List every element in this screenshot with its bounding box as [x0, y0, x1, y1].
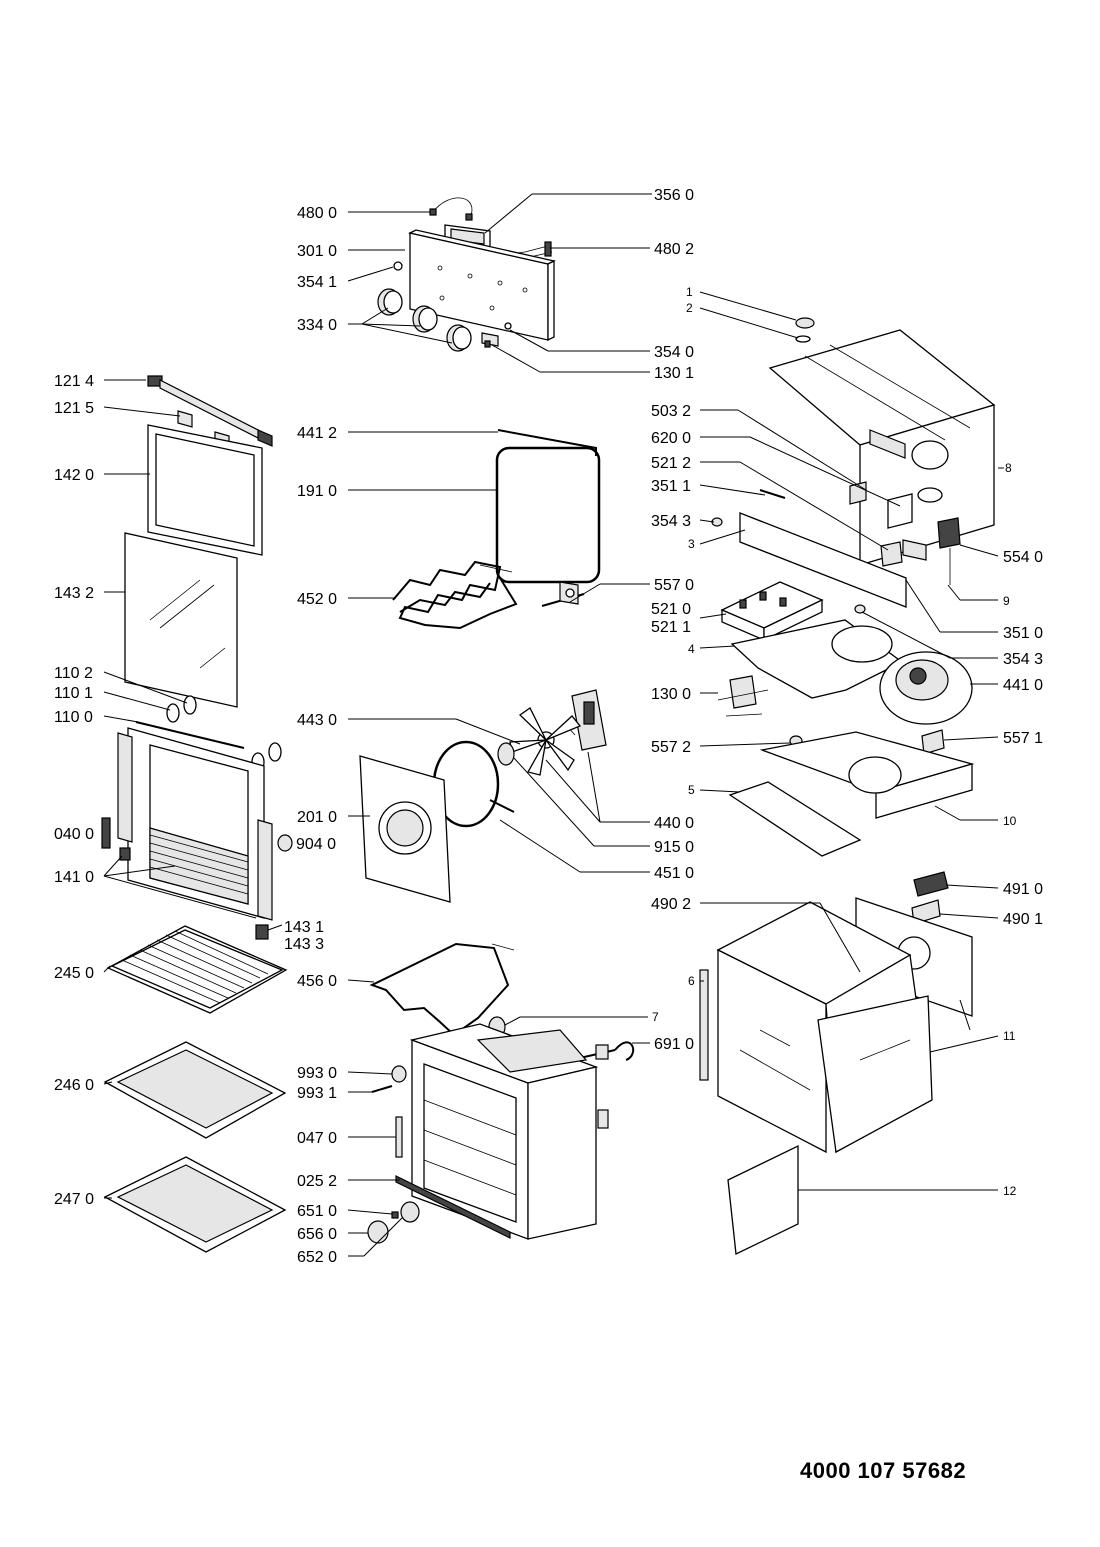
label-480-0: 480 0 — [297, 205, 337, 222]
label-354-1: 354 1 — [297, 274, 337, 291]
center-parts-group — [359, 429, 635, 1244]
label-3: 3 — [688, 537, 695, 551]
label-142-0: 142 0 — [54, 467, 94, 484]
label-110-1: 110 1 — [54, 685, 93, 702]
label-351-0: 351 0 — [1003, 625, 1043, 642]
label-7: 7 — [652, 1010, 659, 1024]
label-110-0: 110 0 — [54, 709, 93, 726]
label-246-0: 246 0 — [54, 1077, 94, 1094]
label-652-0: 652 0 — [297, 1249, 337, 1266]
label-351-1: 351 1 — [651, 478, 691, 495]
label-993-1: 993 1 — [297, 1085, 337, 1102]
label-557-1: 557 1 — [1003, 730, 1043, 747]
label-110-2: 110 2 — [54, 665, 93, 682]
label-451-0: 451 0 — [654, 865, 694, 882]
label-915-0: 915 0 — [654, 839, 694, 856]
part-labels: 480 0 356 0 301 0 480 2 354 1 334 0 354 … — [54, 187, 1043, 1266]
label-441-0: 441 0 — [1003, 677, 1043, 694]
label-10: 10 — [1003, 814, 1017, 828]
label-11: 11 — [1003, 1029, 1016, 1043]
label-691-0: 691 0 — [654, 1036, 694, 1053]
label-8: 8 — [1005, 461, 1012, 475]
label-130-0: 130 0 — [651, 686, 691, 703]
label-12: 12 — [1003, 1184, 1017, 1198]
label-656-0: 656 0 — [297, 1226, 337, 1243]
label-191-0: 191 0 — [297, 483, 337, 500]
label-201-0: 201 0 — [297, 809, 337, 826]
label-121-4: 121 4 — [54, 373, 94, 390]
label-441-2: 441 2 — [297, 425, 337, 442]
label-456-0: 456 0 — [297, 973, 337, 990]
label-904-0: 904 0 — [296, 836, 336, 853]
label-480-2: 480 2 — [654, 241, 694, 258]
leader-lines — [103, 193, 1004, 1257]
right-parts-group — [699, 317, 996, 1255]
label-521-1: 521 1 — [651, 619, 691, 636]
label-040-0: 040 0 — [54, 826, 94, 843]
label-443-0: 443 0 — [297, 712, 337, 729]
label-354-0: 354 0 — [654, 344, 694, 361]
label-2: 2 — [686, 301, 693, 315]
label-452-0: 452 0 — [297, 591, 337, 608]
label-1: 1 — [686, 285, 693, 299]
label-440-0: 440 0 — [654, 815, 694, 832]
label-356-0: 356 0 — [654, 187, 694, 204]
label-9: 9 — [1003, 594, 1010, 608]
label-130-1: 130 1 — [654, 365, 694, 382]
label-334-0: 334 0 — [297, 317, 337, 334]
label-5: 5 — [688, 783, 695, 797]
label-651-0: 651 0 — [297, 1203, 337, 1220]
label-620-0: 620 0 — [651, 430, 691, 447]
label-993-0: 993 0 — [297, 1065, 337, 1082]
label-491-0: 491 0 — [1003, 881, 1043, 898]
label-247-0: 247 0 — [54, 1191, 94, 1208]
label-503-2: 503 2 — [651, 403, 691, 420]
door-group — [101, 375, 293, 940]
document-number: 4000 107 57682 — [800, 1458, 967, 1483]
label-4: 4 — [688, 642, 695, 656]
label-490-2: 490 2 — [651, 896, 691, 913]
label-354-3-b: 354 3 — [1003, 651, 1043, 668]
label-557-2: 557 2 — [651, 739, 691, 756]
label-554-0: 554 0 — [1003, 549, 1043, 566]
label-245-0: 245 0 — [54, 965, 94, 982]
shelves-group — [103, 925, 288, 1253]
label-301-0: 301 0 — [297, 243, 337, 260]
control-panel-group — [377, 197, 556, 352]
label-143-2: 143 2 — [54, 585, 94, 602]
label-047-0: 047 0 — [297, 1130, 337, 1147]
label-141-0: 141 0 — [54, 869, 94, 886]
label-354-3-a: 354 3 — [651, 513, 691, 530]
label-490-1: 490 1 — [1003, 911, 1043, 928]
label-143-1: 143 1 — [284, 919, 324, 936]
label-121-5: 121 5 — [54, 400, 94, 417]
label-025-2: 025 2 — [297, 1173, 337, 1190]
label-521-0: 521 0 — [651, 601, 691, 618]
label-557-0: 557 0 — [654, 577, 694, 594]
label-521-2: 521 2 — [651, 455, 691, 472]
label-6: 6 — [688, 974, 695, 988]
fan-blade-icon — [509, 707, 582, 776]
label-143-3: 143 3 — [284, 936, 324, 953]
